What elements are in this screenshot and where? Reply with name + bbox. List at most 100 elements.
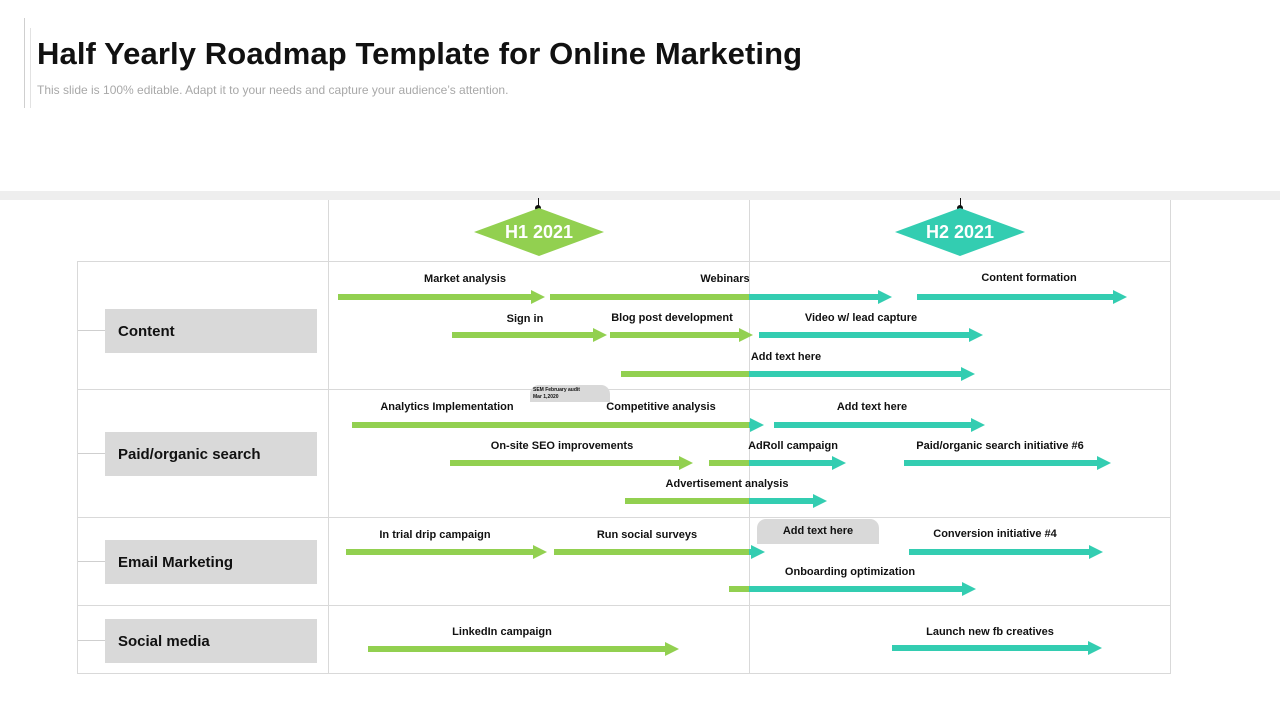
- task-arrow-head: [878, 290, 892, 304]
- task-arrow-shaft-h2: [749, 371, 962, 377]
- grid-line-h: [77, 673, 1171, 674]
- task-arrow: [759, 328, 983, 342]
- task-arrow-head: [1089, 545, 1103, 559]
- task-arrow-shaft: [610, 332, 740, 338]
- task-label: Webinars: [700, 273, 750, 285]
- period-marker-dot: [535, 205, 541, 211]
- task-arrow-shaft-h1: [621, 371, 749, 377]
- task-arrow: [450, 456, 693, 470]
- task-arrow-shaft: [338, 294, 532, 300]
- task-arrow: [892, 641, 1102, 655]
- task-arrow: [368, 642, 679, 656]
- email-note-callout: Add text here: [757, 519, 879, 544]
- task-arrow-shaft-h1: [625, 498, 749, 504]
- task-arrow-head: [533, 545, 547, 559]
- task-label: On-site SEO improvements: [490, 440, 634, 452]
- task-arrow-shaft: [917, 294, 1114, 300]
- task-arrow-head: [531, 290, 545, 304]
- task-arrow: [352, 418, 764, 432]
- task-arrow-head: [832, 456, 846, 470]
- task-label: In trial drip campaign: [379, 529, 491, 541]
- task-arrow-head: [1088, 641, 1102, 655]
- task-label: Onboarding optimization: [784, 566, 916, 578]
- task-label: Run social surveys: [596, 529, 698, 541]
- task-arrow: [625, 494, 827, 508]
- row-label-email-marketing: Email Marketing: [105, 540, 317, 584]
- task-arrow-shaft: [452, 332, 594, 338]
- grid-line-h: [77, 261, 1171, 262]
- task-arrow-shaft: [759, 332, 970, 338]
- task-arrow-head: [1097, 456, 1111, 470]
- task-label: Advertisement analysis: [665, 478, 789, 490]
- task-arrow-shaft: [450, 460, 680, 466]
- task-arrow-head: [665, 642, 679, 656]
- task-arrow: [338, 290, 545, 304]
- task-arrow-shaft-h2: [749, 586, 963, 592]
- task-arrow: [621, 367, 975, 381]
- period-marker-stem: [538, 198, 539, 210]
- task-arrow-head: [1113, 290, 1127, 304]
- task-arrow-shaft-h2: [749, 549, 752, 555]
- task-arrow-shaft-h1: [554, 549, 749, 555]
- task-arrow-shaft-h2: [749, 498, 814, 504]
- grid-line-h: [77, 517, 1171, 518]
- task-label: Add text here: [750, 351, 822, 363]
- task-arrow-shaft-h2: [749, 460, 833, 466]
- task-label: Paid/organic search initiative #6: [916, 440, 1084, 452]
- task-arrow: [452, 328, 607, 342]
- period-h2-diamond: H2 2021: [895, 208, 1025, 256]
- row-connector: [78, 453, 105, 454]
- period-h1-diamond: H1 2021: [474, 208, 604, 256]
- task-arrow: [904, 456, 1111, 470]
- page-subtitle: This slide is 100% editable. Adapt it to…: [37, 83, 509, 97]
- task-arrow: [554, 545, 765, 559]
- grid-line-v: [328, 200, 329, 674]
- task-arrow-shaft: [368, 646, 666, 652]
- task-arrow-head: [751, 545, 765, 559]
- task-label: Sign in: [506, 313, 544, 325]
- title-accent-line-inner: [30, 28, 31, 108]
- sem-audit-callout-date: Mar 1,2020: [533, 394, 559, 400]
- row-label-paid-organic-search: Paid/organic search: [105, 432, 317, 476]
- task-arrow-shaft-h1: [352, 422, 749, 428]
- page-title: Half Yearly Roadmap Template for Online …: [37, 36, 803, 71]
- grid-line-h: [77, 389, 1171, 390]
- task-arrow: [346, 545, 547, 559]
- row-connector: [78, 640, 105, 641]
- task-arrow-head: [750, 418, 764, 432]
- task-arrow-head: [961, 367, 975, 381]
- period-h1-label: H1 2021: [504, 221, 574, 242]
- period-marker-stem: [960, 198, 961, 210]
- grid-line-v: [1170, 200, 1171, 674]
- row-label-social-media: Social media: [105, 619, 317, 663]
- task-arrow-shaft-h2: [749, 294, 879, 300]
- task-arrow-head: [679, 456, 693, 470]
- sem-audit-callout: SEM February audit Mar 1,2020: [530, 385, 610, 402]
- task-arrow: [709, 456, 846, 470]
- task-arrow: [917, 290, 1127, 304]
- task-label: Video w/ lead capture: [804, 312, 918, 324]
- task-arrow: [774, 418, 985, 432]
- task-label: Market analysis: [424, 273, 506, 285]
- period-h2-label: H2 2021: [925, 221, 995, 242]
- task-arrow-head: [813, 494, 827, 508]
- task-label: Add text here: [836, 401, 908, 413]
- task-arrow-shaft: [774, 422, 972, 428]
- task-label: Content formation: [981, 272, 1077, 284]
- row-connector: [78, 330, 105, 331]
- grid-line-h: [77, 605, 1171, 606]
- header-divider-band: [0, 191, 1280, 200]
- grid-line-v: [749, 200, 750, 674]
- title-accent-line: [24, 18, 25, 108]
- task-arrow-shaft: [346, 549, 534, 555]
- task-arrow: [610, 328, 753, 342]
- task-label: Analytics Implementation: [380, 401, 514, 413]
- row-label-content: Content: [105, 309, 317, 353]
- task-arrow-head: [962, 582, 976, 596]
- task-label: Conversion initiative #4: [933, 528, 1057, 540]
- task-arrow-shaft: [904, 460, 1098, 466]
- task-label: LinkedIn campaign: [452, 626, 552, 638]
- task-arrow-shaft-h1: [709, 460, 749, 466]
- task-arrow-head: [593, 328, 607, 342]
- task-arrow-head: [739, 328, 753, 342]
